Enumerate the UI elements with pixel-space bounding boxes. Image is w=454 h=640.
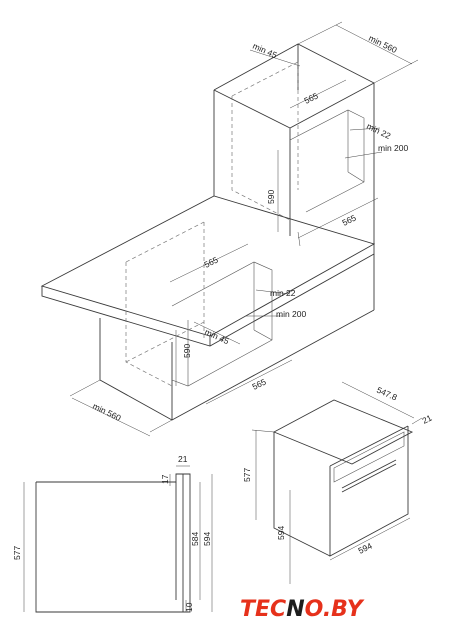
label-low-min-top: min 45	[203, 327, 231, 347]
label-oven-depth: 547.8	[375, 385, 399, 403]
label-tall-min-top: min 45	[251, 41, 279, 61]
oven-side-view	[23, 465, 213, 613]
logo-text-n: N	[286, 597, 304, 622]
logo-text-oby: O.BY	[305, 597, 365, 622]
label-side-bottom: 10	[184, 602, 194, 612]
label-side-total: 594	[202, 532, 212, 546]
label-side-height: 577	[12, 546, 22, 560]
label-low-height: 590	[182, 344, 192, 358]
label-low-width: 565	[250, 376, 267, 391]
worktop	[40, 195, 376, 347]
oven-iso	[251, 381, 423, 584]
label-low-vent: min 200	[276, 309, 307, 319]
dimension-lines	[69, 21, 419, 437]
dimension-labels: min 560 min 45 565 min 22 min 200 590 56…	[12, 33, 434, 612]
label-side-door: 21	[178, 454, 188, 464]
logo-text-tec: TEC	[240, 597, 286, 622]
label-side-top: 17	[160, 474, 170, 484]
label-oven-width: 594	[356, 540, 373, 555]
label-tall-vent: min 200	[378, 143, 409, 153]
label-oven-door: 21	[420, 413, 433, 426]
label-low-inner-depth: 565	[202, 254, 219, 269]
label-side-inner: 584	[190, 532, 200, 546]
label-tall-height: 590	[266, 190, 276, 204]
label-low-gap: min 22	[270, 288, 296, 298]
label-oven-front-height: 594	[276, 526, 286, 540]
label-tall-gap: min 22	[365, 121, 393, 141]
label-tall-min-depth: min 560	[367, 33, 399, 55]
label-oven-height: 577	[242, 468, 252, 482]
base-cabinet	[99, 221, 375, 421]
tecno-logo: TECNO.BY	[240, 597, 365, 622]
svg-text:TECNO.BY: TECNO.BY	[240, 597, 365, 622]
label-tall-inner-depth: 565	[302, 90, 319, 105]
label-low-min-depth: min 560	[91, 401, 123, 423]
label-tall-width: 565	[340, 212, 357, 227]
tall-cabinet	[213, 43, 375, 310]
